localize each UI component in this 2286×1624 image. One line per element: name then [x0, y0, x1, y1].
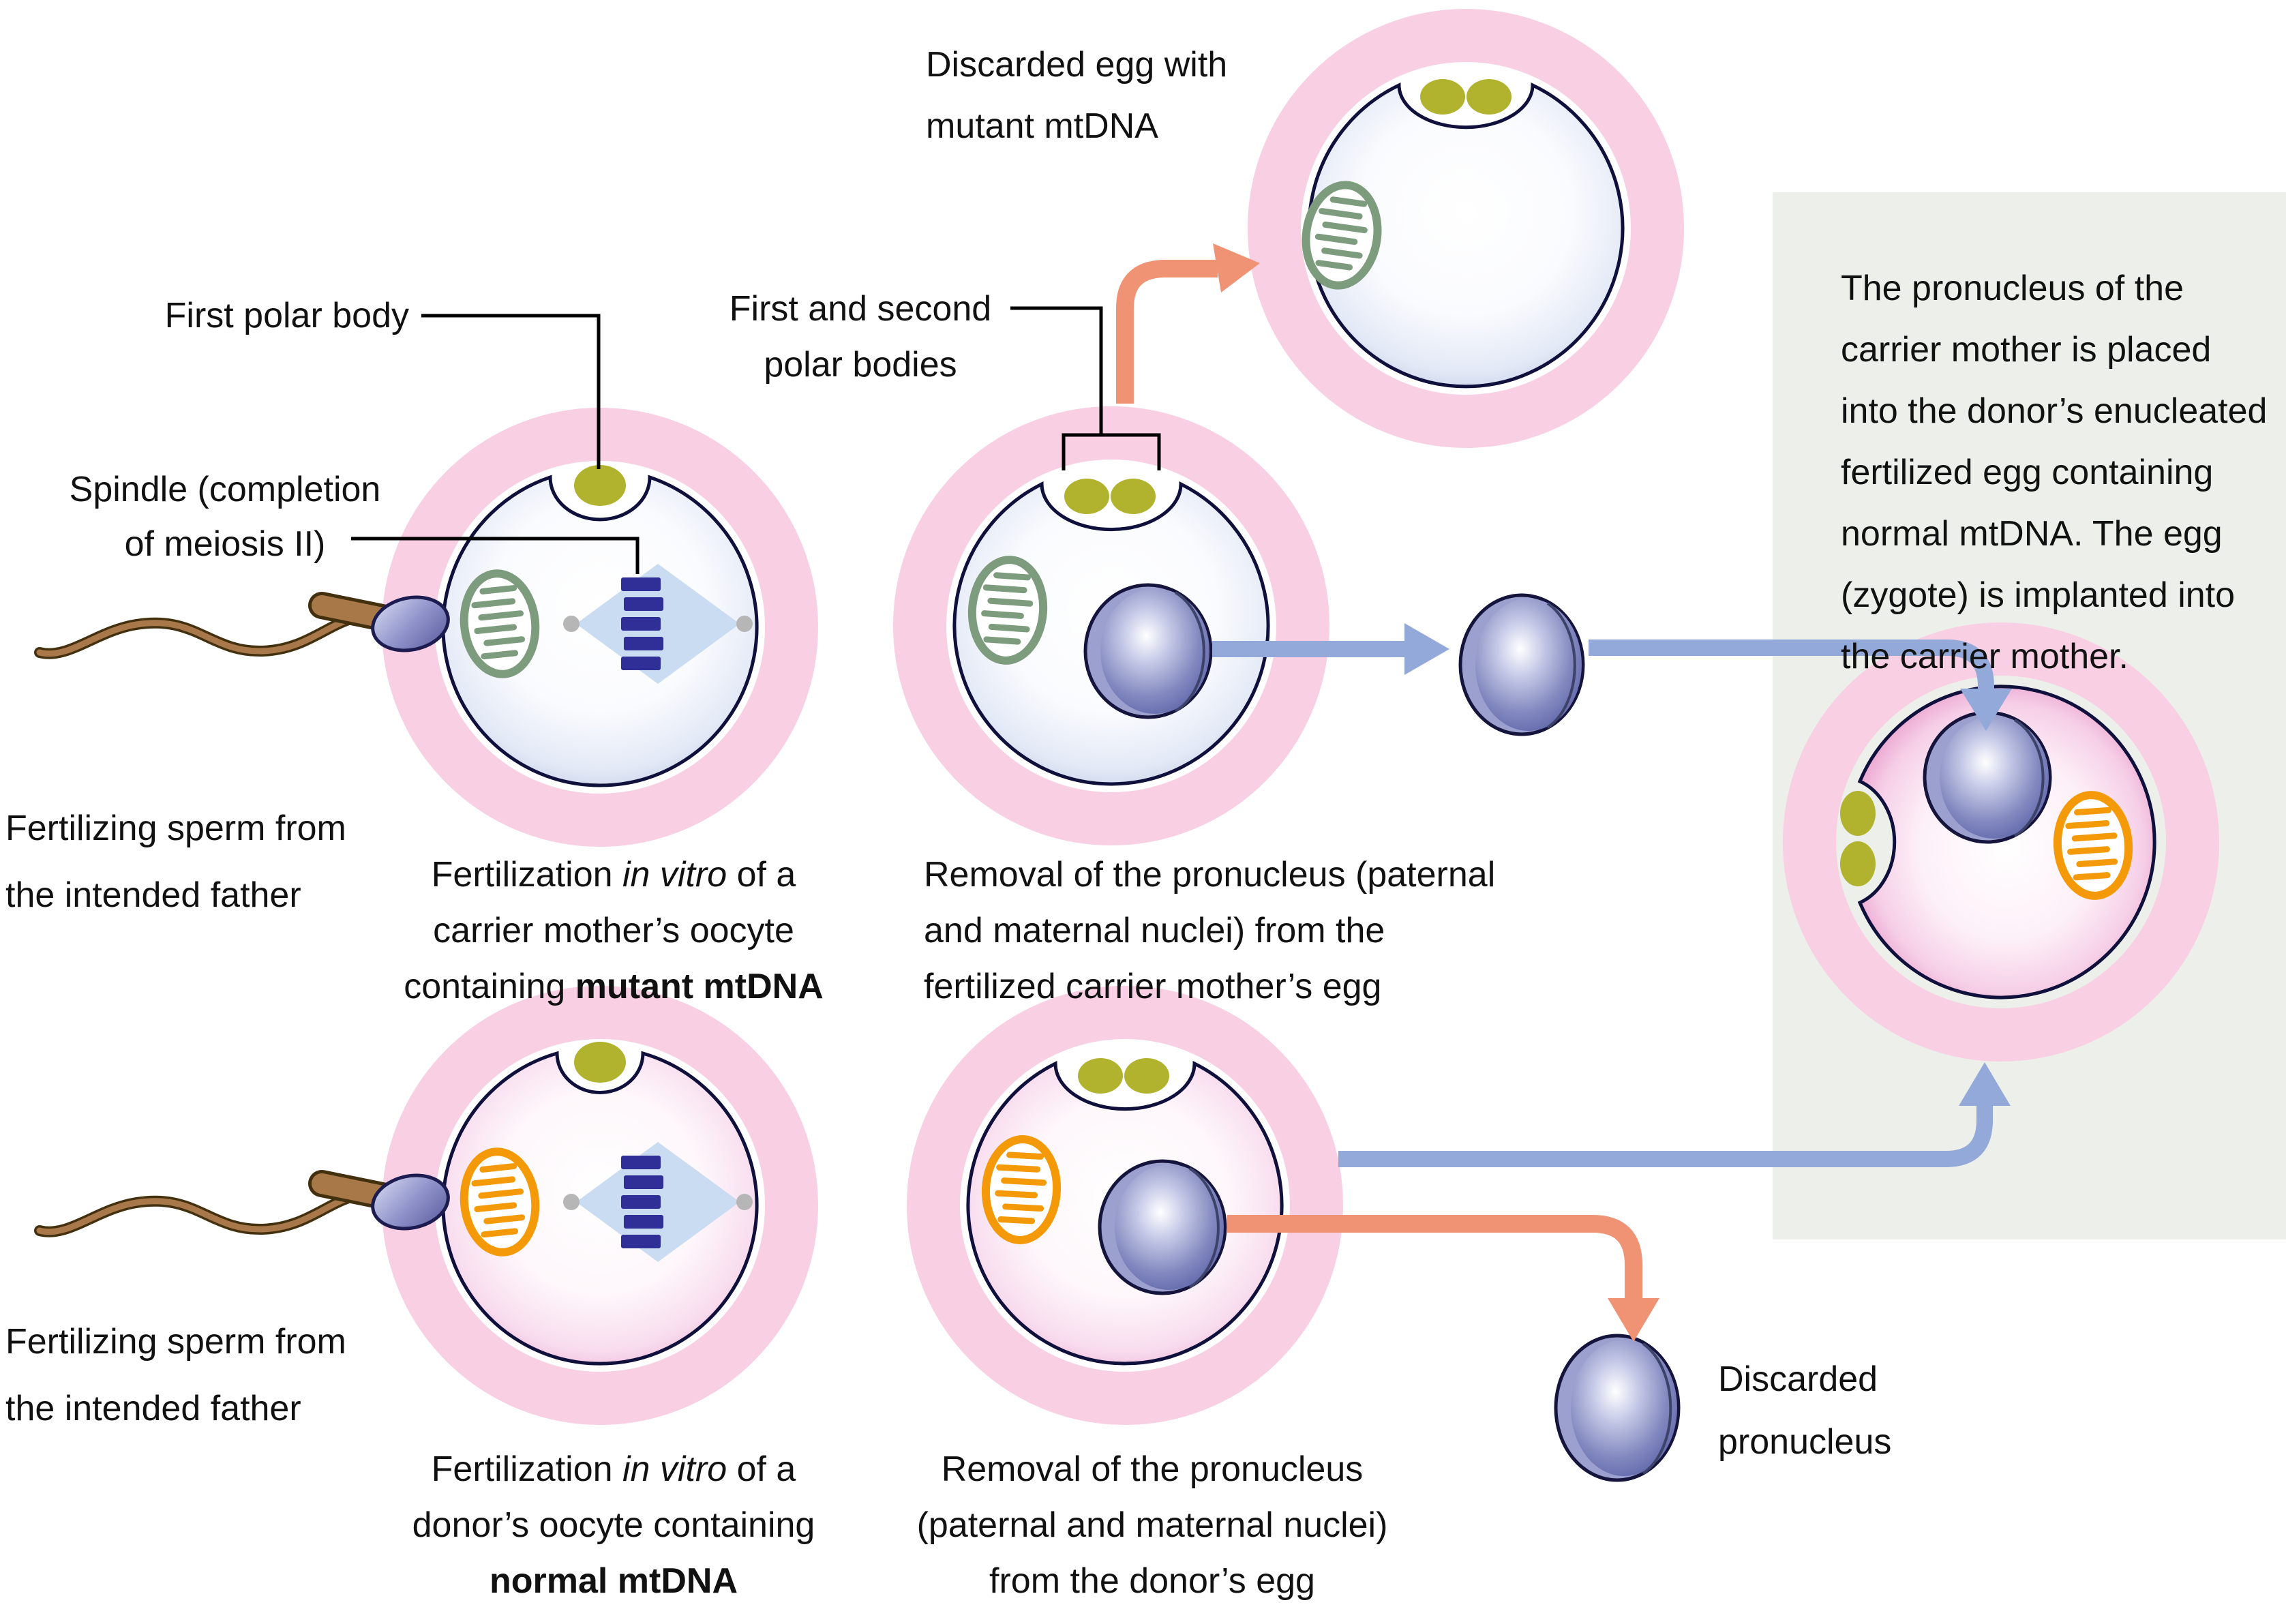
egg-fertilized-donor: [907, 986, 1343, 1425]
arrow-donor-egg-to-zygote-head: [1959, 1062, 2011, 1106]
mitochondrion-mutant: [460, 569, 540, 678]
polar-body: [1467, 79, 1512, 115]
egg-fertilized-carrier: [893, 406, 1329, 845]
note-line7: the carrier mother.: [1841, 637, 2129, 676]
leader-polar-bodies: [1010, 306, 1103, 435]
arrow-discard-pronucleus-head: [1608, 1298, 1659, 1342]
arrow-discard-egg: [1116, 260, 1218, 404]
note-line5: normal mtDNA. The egg: [1841, 514, 2223, 554]
spindle-pole: [563, 1194, 580, 1210]
label-spindle-line2: of meiosis II): [125, 524, 326, 564]
spindle-pole: [736, 1194, 753, 1210]
polar-body: [574, 1042, 626, 1083]
bracket-polar-bodies: [1062, 433, 1161, 470]
egg-reconstructed-zygote: [1783, 622, 2219, 1062]
sperm-head: [371, 595, 450, 652]
mitochondrion-mutant: [967, 556, 1048, 665]
arrow-pronucleus-transfer: [1589, 640, 1994, 694]
label-first-second-line2: polar bodies: [764, 345, 957, 385]
zona-pellucida-ring: [907, 986, 1343, 1425]
label-spindle-line1: Spindle (completion: [70, 470, 381, 509]
label-sperm-bottom-line2: the intended father: [5, 1389, 301, 1428]
pronucleus: [1098, 1159, 1227, 1295]
zona-pellucida-ring: [1783, 622, 2219, 1062]
label-sperm-bottom-line1: Fertilizing sperm from: [5, 1322, 346, 1362]
label-first-polar-body: First polar body: [165, 296, 409, 335]
caption-fertilization-donor-line1: Fertilization in vitro of a: [432, 1449, 796, 1489]
arrow-discard-egg-head: [1213, 243, 1260, 292]
label-sperm-top-line2: the intended father: [5, 875, 301, 915]
arrow-donor-egg-to-zygote: [1338, 1102, 1993, 1167]
polar-body: [1078, 1058, 1123, 1094]
note-line3: into the donor’s enucleated: [1841, 391, 2267, 431]
arrow-discard-pronucleus: [1227, 1215, 1642, 1306]
leader-spindle: [351, 537, 640, 574]
sperm-top: [34, 592, 450, 659]
spindle-pole: [736, 616, 753, 632]
polar-body: [1124, 1058, 1169, 1094]
polar-body: [1111, 479, 1156, 514]
mitochondrion-normal: [2053, 791, 2133, 900]
caption-removal-carrier-line2: and maternal nuclei) from the: [924, 911, 1385, 950]
meiotic-spindle: [563, 564, 753, 684]
spindle-pole: [563, 616, 580, 632]
pronucleus-isolated: [1458, 593, 1585, 736]
label-discarded-pronucleus-line2: pronucleus: [1718, 1422, 1891, 1462]
caption-removal-donor-line3: from the donor’s egg: [989, 1561, 1315, 1601]
sperm-bottom: [34, 1170, 450, 1237]
polar-body: [1420, 79, 1465, 115]
label-first-second-line1: First and second: [730, 289, 991, 329]
polar-body: [1064, 479, 1109, 514]
caption-removal-carrier-line3: fertilized carrier mother’s egg: [924, 967, 1381, 1006]
label-discarded-egg-line2: mutant mtDNA: [926, 106, 1158, 146]
pronucleus-discarded: [1554, 1334, 1681, 1482]
pronucleus-transplanted: [1923, 710, 2052, 844]
mitochondrion-normal: [460, 1147, 540, 1257]
note-line1: The pronucleus of the: [1841, 269, 2184, 308]
note-line2: carrier mother is placed: [1841, 330, 2211, 370]
leader-first-polar-body: [421, 314, 601, 469]
label-discarded-egg-line1: Discarded egg with: [926, 45, 1227, 85]
mitochondrion-mutant: [1302, 181, 1382, 290]
caption-removal-donor-line1: Removal of the pronucleus: [942, 1449, 1364, 1489]
first-polar-body: [574, 465, 626, 506]
note-line4: fertilized egg containing: [1841, 453, 2213, 492]
polar-body: [1840, 791, 1876, 836]
caption-fertilization-donor-line2: donor’s oocyte containing: [412, 1505, 815, 1545]
egg-discarded: [1248, 9, 1684, 448]
pronucleus: [1083, 583, 1213, 719]
zona-pellucida-ring: [893, 406, 1329, 845]
label-sperm-top-line1: Fertilizing sperm from: [5, 809, 346, 848]
caption-fertilization-carrier-line3: containing mutant mtDNA: [404, 967, 824, 1006]
chromosomes: [621, 1156, 663, 1248]
arrow-pronucleus-transfer-head: [1960, 689, 2012, 731]
caption-fertilization-carrier-line2: carrier mother’s oocyte: [433, 911, 794, 950]
meiotic-spindle: [563, 1142, 753, 1262]
egg-carrier-oocyte: [382, 408, 818, 847]
note-box-text: The pronucleus of the carrier mother is …: [1841, 269, 2267, 676]
caption-removal-donor-line2: (paternal and maternal nuclei): [917, 1505, 1388, 1545]
polar-body: [1840, 841, 1876, 886]
caption-fertilization-carrier-line1: Fertilization in vitro of a: [432, 855, 796, 894]
arrow-pronucleus-removal-head: [1404, 623, 1449, 675]
label-discarded-pronucleus-line1: Discarded: [1718, 1359, 1878, 1399]
caption-removal-carrier-line1: Removal of the pronucleus (paternal: [924, 855, 1495, 894]
mitochondrion-normal: [981, 1135, 1062, 1244]
chromosomes: [621, 577, 663, 670]
caption-fertilization-donor-line3: normal mtDNA: [490, 1561, 738, 1601]
egg-donor-oocyte: [382, 986, 818, 1425]
sperm-head: [371, 1173, 450, 1231]
note-line6: (zygote) is implanted into: [1841, 575, 2235, 615]
zona-pellucida-ring: [1248, 9, 1684, 448]
